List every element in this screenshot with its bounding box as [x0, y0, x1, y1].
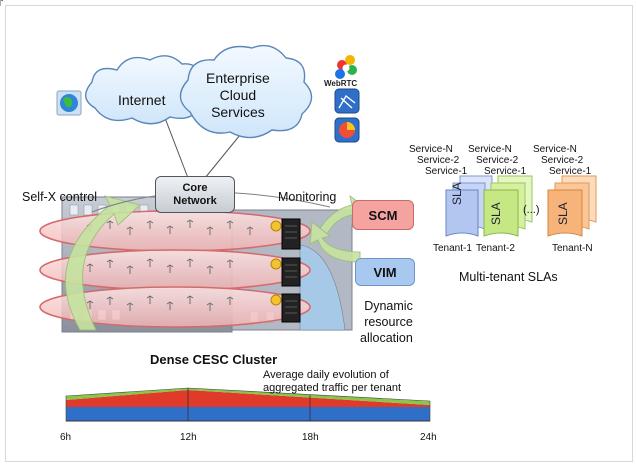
tenant-n-service-2: Service-2: [541, 155, 584, 166]
network-app-icon: [334, 88, 360, 114]
tenant-n-service-1: Service-1: [549, 166, 592, 177]
small-cell-icons: [0, 0, 4, 6]
tenant-n-sla-stack: [547, 175, 597, 237]
server-icons: [270, 218, 301, 323]
time-tick-6h: 6h: [60, 432, 72, 443]
tenant-n-name: Tenant-N: [552, 243, 593, 254]
tenant-1-service-1: Service-1: [425, 166, 468, 177]
tenant-2-service-1: Service-1: [484, 166, 527, 177]
self-x-control-label: Self-X control: [22, 190, 98, 204]
tenant-1-sla-label: SLA: [450, 182, 464, 205]
tenant-2-service-2: Service-2: [476, 155, 519, 166]
vim-box: VIM: [355, 258, 415, 286]
ellipsis-label: (...): [523, 204, 540, 216]
tenant-2-name: Tenant-2: [476, 243, 515, 254]
globe-icon: [56, 90, 82, 116]
cell-layers: [39, 210, 311, 328]
traffic-chart: [65, 387, 431, 422]
tenant-2-services: Service-N Service-2 Service-1: [468, 144, 526, 177]
traffic-caption: Average daily evolution of aggregated tr…: [263, 369, 402, 394]
tenant-1-name: Tenant-1: [433, 243, 472, 254]
core-network-box: Core Network: [155, 176, 235, 213]
internet-label: Internet: [118, 92, 166, 108]
multi-tenant-label: Multi-tenant SLAs: [459, 270, 558, 284]
time-tick-24h: 24h: [420, 432, 437, 443]
time-tick-12h: 12h: [180, 432, 197, 443]
cluster-title: Dense CESC Cluster: [150, 352, 278, 367]
time-tick-18h: 18h: [302, 432, 319, 443]
connection-lines: [164, 117, 241, 179]
tenant-2-service-n: Service-N: [468, 144, 512, 155]
monitoring-label: Monitoring: [278, 190, 337, 204]
tenant-1-services: Service-N Service-2 Service-1: [409, 144, 467, 177]
enterprise-cloud: [179, 44, 313, 139]
tenant-n-sla-label: SLA: [556, 202, 570, 225]
scm-box: SCM: [352, 200, 414, 230]
dynamic-resource-label: Dynamic resource allocation: [360, 299, 413, 345]
tenant-2-sla-label: SLA: [489, 202, 503, 225]
tenant-n-services: Service-N Service-2 Service-1: [533, 144, 591, 177]
chart-app-icon: [334, 117, 360, 143]
webrtc-label: WebRTC: [324, 79, 358, 88]
enterprise-cloud-label: Enterprise Cloud Services: [206, 70, 270, 120]
tenant-n-service-n: Service-N: [533, 144, 577, 155]
tenant-1-service-n: Service-N: [409, 144, 453, 155]
webrtc-icon: [335, 55, 357, 79]
tenant-1-service-2: Service-2: [417, 155, 460, 166]
tenant-2-sla-stack: [483, 175, 533, 237]
